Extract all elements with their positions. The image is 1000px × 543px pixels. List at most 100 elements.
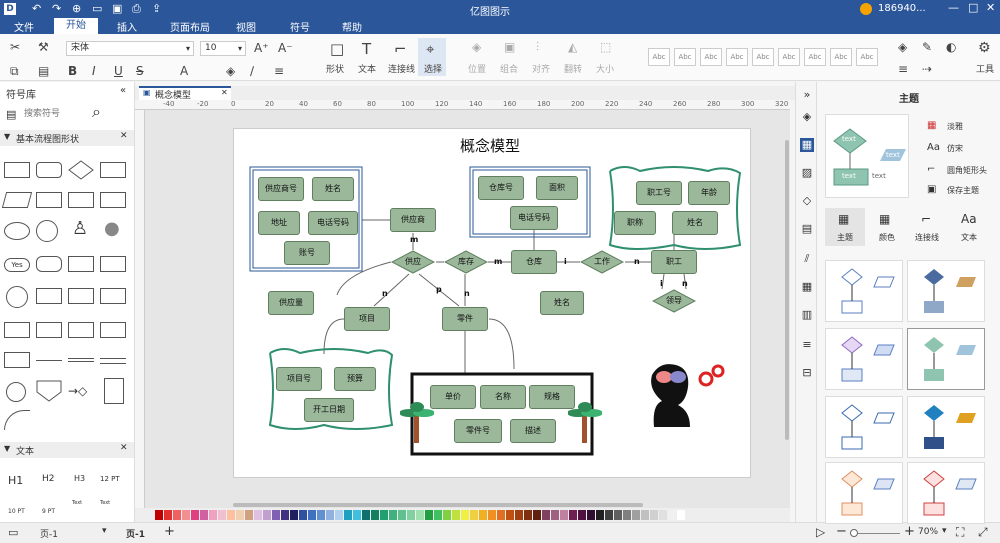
diagram-page[interactable]: 概念模型 供应商号 姓名 地址 电话号码 账号 供应商 仓库号 面积 电话号码 … [233,128,751,478]
text-icon[interactable]: T [362,40,372,58]
connector-label[interactable]: 连接线 [388,65,416,75]
print-icon[interactable]: ⎙ [132,2,141,15]
style-preset-6[interactable]: Abc [778,48,800,66]
entity-part-no[interactable]: 零件号 [454,419,502,443]
flip-icon[interactable]: ◭ [568,40,578,54]
entity-name[interactable]: 姓名 [540,291,584,315]
maximize-icon[interactable]: □ [968,1,979,14]
user-name[interactable]: 186940... [878,3,926,14]
wave-shape[interactable] [4,322,30,338]
theme-card[interactable] [907,462,985,524]
card-shape[interactable] [68,256,94,272]
menu-layout[interactable]: 页面布局 [170,23,210,34]
chart-icon[interactable]: ⫽ [804,252,810,265]
style-preset-2[interactable]: Abc [674,48,696,66]
h1-text-shape[interactable]: H1 [8,474,24,487]
tab-text-label[interactable]: 文本 [961,233,977,242]
style-preset-8[interactable]: Abc [830,48,852,66]
align-objects-icon[interactable]: ⫶ [536,40,540,54]
entity-supplier-account[interactable]: 账号 [284,241,330,265]
tab-color-label[interactable]: 颜色 [879,233,895,242]
menu-file[interactable]: 文件 [14,23,34,34]
page-tab-active[interactable]: 页-1 [126,530,145,540]
copy-icon[interactable]: ⧉ [10,64,19,78]
arrow-connector-icon[interactable]: →◇ [68,384,88,398]
image-icon[interactable]: ▨ [801,166,813,179]
arrow-style-icon[interactable]: ⇢ [922,62,933,76]
theme-tab-icon[interactable]: ▦ [838,212,850,226]
font-size-select[interactable]: 10 ▾ [200,41,246,56]
user-shape-icon[interactable]: ● [104,218,120,239]
close-icon[interactable]: ✕ [120,443,128,453]
strikethrough-icon[interactable]: S̶ [136,64,144,78]
delay-shape[interactable] [36,288,62,304]
theme-card[interactable] [907,396,985,458]
pt9-text-shape[interactable]: 9 PT [42,508,56,515]
entity-part-price[interactable]: 单价 [430,385,476,409]
page-select[interactable]: 页-1 [40,530,58,540]
h3-text-shape[interactable]: H3 [74,474,86,483]
zoom-out-icon[interactable]: − [836,524,847,539]
entity-employee[interactable]: 职工 [651,250,697,274]
group-label[interactable]: 组合 [500,65,519,75]
align-objects-label[interactable]: 对齐 [532,65,551,75]
layers-icon[interactable]: ◇ [802,194,812,207]
style-preset-7[interactable]: Abc [804,48,826,66]
align-icon[interactable]: ≡ [274,64,285,78]
theme-icon[interactable]: ▦ [800,138,814,152]
entity-supply-qty[interactable]: 供应量 [268,291,314,315]
entity-employee-title[interactable]: 职称 [614,211,656,235]
terminator-shape[interactable]: Yes [4,258,30,272]
search-icon[interactable]: ⌕ [92,102,101,121]
avatar[interactable] [860,3,872,15]
option-elegant[interactable]: 淡雅 [947,122,963,131]
offpage-shape[interactable] [36,380,62,402]
shape-icon[interactable]: □ [330,40,345,58]
table-icon[interactable]: ▦ [801,280,813,293]
new-icon[interactable]: ⊕ [72,2,82,15]
relation-stock[interactable]: 库存 [444,250,488,274]
collapse-icon[interactable]: « [120,85,127,96]
format-painter-icon[interactable]: ⚒ [38,40,49,54]
page-layout-icon[interactable]: ▭ [8,526,19,539]
select-cursor-icon[interactable]: ⌖ [426,40,435,58]
shrink-font-icon[interactable]: A⁻ [278,41,293,55]
manual-shape[interactable] [100,256,126,272]
tools-icon[interactable]: ⚙ [978,40,991,56]
tab-concept-model[interactable]: ▣ 概念模型 ✕ [139,86,231,101]
menu-insert[interactable]: 插入 [117,23,137,34]
group-icon[interactable]: ▣ [504,40,516,54]
color-swatches[interactable] [155,510,795,520]
entity-project-budget[interactable]: 预算 [334,367,376,391]
predefined-shape[interactable] [68,192,94,208]
stored-data-shape[interactable] [100,192,126,208]
fill-bucket-icon[interactable]: ◈ [802,110,812,123]
expand-panel-icon[interactable]: » [803,88,811,101]
theme-card[interactable] [907,328,985,390]
palette-icon[interactable]: ▦ [927,120,937,131]
zoom-slider-thumb[interactable] [850,529,858,537]
save-icon[interactable]: ▣ [112,2,123,15]
size-label[interactable]: 大小 [596,65,615,75]
paper-tape-shape[interactable] [36,322,62,338]
trapezoid-shape[interactable] [100,322,126,338]
menu-home[interactable]: 开始 [54,18,98,34]
minimize-icon[interactable]: — [948,1,959,14]
shadow-icon[interactable]: ◐ [946,40,957,54]
style-preset-4[interactable]: Abc [726,48,748,66]
line-color-icon[interactable]: ✎ [922,40,933,54]
close-icon[interactable]: ✕ [986,1,996,14]
rounded-process-shape[interactable] [36,162,62,178]
connector-icon[interactable]: ⌐ [394,40,407,58]
entity-warehouse-no[interactable]: 仓库号 [478,176,524,200]
cut-icon[interactable]: ✂ [10,40,21,54]
data-shape[interactable] [1,192,33,208]
size-icon[interactable]: ⬚ [600,40,612,54]
ellipse-shape[interactable] [4,222,30,240]
list-icon[interactable]: ≡ [802,338,812,351]
decision-shape[interactable] [68,160,94,180]
fill-icon[interactable]: ◈ [226,64,236,78]
option-fangsong[interactable]: 仿宋 [947,144,963,153]
entity-employee-age[interactable]: 年龄 [688,181,730,205]
entity-part-spec[interactable]: 规格 [529,385,575,409]
